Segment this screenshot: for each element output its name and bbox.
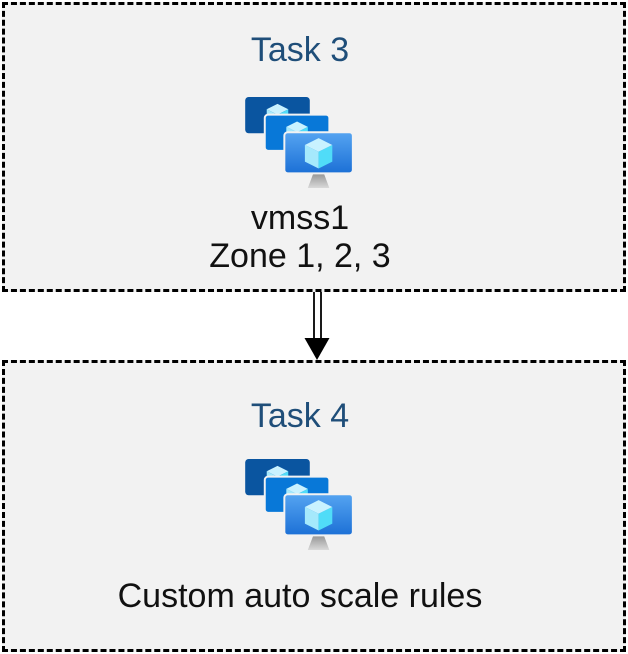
- monitor-stand: [307, 172, 330, 189]
- task4-content: Task 4: [0, 363, 609, 649]
- task3-title: Task 3: [250, 31, 350, 69]
- task4-box: Task 4: [2, 360, 626, 652]
- task4-title: Task 4: [250, 397, 350, 435]
- vm-scale-sets-icon-svg: [245, 459, 354, 551]
- vm-scale-sets-icon-svg: [245, 97, 354, 189]
- zones-label: Zone 1, 2, 3: [209, 237, 391, 275]
- vmss-name-label: vmss1: [250, 199, 350, 237]
- autoscale-rules-label: Custom auto scale rules: [117, 577, 483, 615]
- task3-box: Task 3: [2, 2, 626, 292]
- task4-labels: Custom auto scale rules: [118, 577, 483, 615]
- monitor-front: [283, 131, 354, 175]
- task3-content: Task 3: [0, 5, 609, 289]
- monitor-front: [283, 493, 354, 537]
- flow-arrow-icon: [304, 292, 330, 360]
- vm-scale-sets-icon: [245, 97, 355, 189]
- monitor-stand: [307, 534, 330, 551]
- vm-scale-sets-icon: [245, 459, 355, 551]
- task3-labels: vmss1 Zone 1, 2, 3: [209, 199, 390, 275]
